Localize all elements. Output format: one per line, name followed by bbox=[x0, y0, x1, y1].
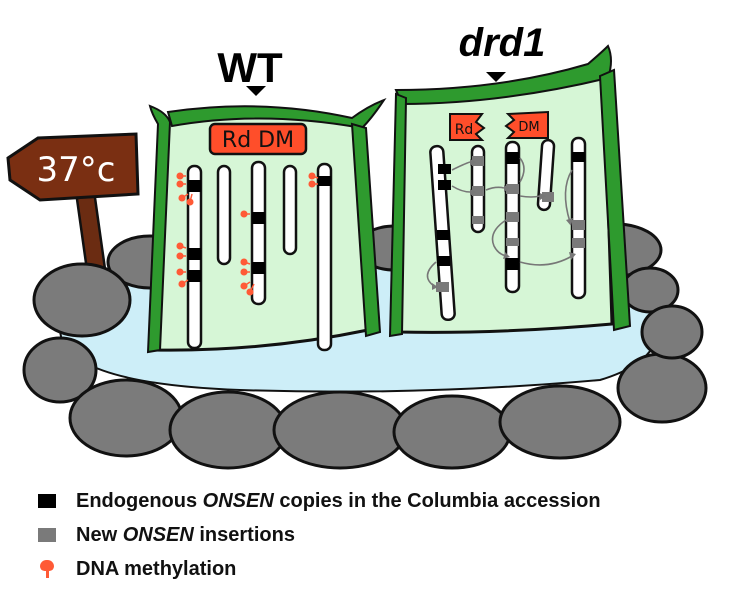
pin-icon bbox=[240, 268, 250, 276]
wt-title: WT bbox=[217, 44, 283, 91]
wt-cell-wall-right bbox=[350, 122, 382, 338]
legend-new-text: New ONSEN insertions bbox=[76, 523, 295, 546]
black-square-icon bbox=[38, 494, 56, 508]
drd1-cell-wall-right bbox=[598, 68, 632, 332]
pin-icon bbox=[176, 172, 186, 180]
drd1-pointer bbox=[486, 72, 506, 82]
chromosome bbox=[282, 164, 298, 256]
rock-icon bbox=[616, 352, 708, 424]
chromosome bbox=[316, 162, 333, 352]
wt-cell-wall-left bbox=[146, 104, 172, 354]
wt-pointer bbox=[246, 86, 266, 96]
rddm-right-piece bbox=[504, 110, 549, 139]
rddm-left-label: Rd bbox=[455, 122, 474, 138]
rddm-right-label: DM bbox=[518, 120, 539, 135]
arrow-icon bbox=[451, 185, 471, 193]
rddm-label: Rd DM bbox=[222, 128, 294, 153]
pin-icon bbox=[186, 193, 194, 206]
arrow-icon bbox=[451, 161, 471, 171]
arrow-icon bbox=[426, 261, 437, 287]
rock-icon bbox=[392, 394, 512, 470]
drd1-cell-wall-left bbox=[388, 92, 408, 338]
pin-icon bbox=[176, 252, 186, 260]
wt-chromosomes bbox=[186, 160, 333, 352]
drd1-cell: Rd DM bbox=[388, 44, 632, 338]
arrow-icon bbox=[485, 186, 505, 191]
wt-cell: Rd DM bbox=[146, 97, 387, 354]
arrow-icon bbox=[519, 195, 541, 198]
pin-icon bbox=[240, 258, 251, 266]
arrow-icon bbox=[564, 169, 573, 223]
legend-methylation-text: DNA methylation bbox=[76, 557, 237, 580]
rock-icon bbox=[168, 390, 288, 470]
arrow-heads bbox=[432, 159, 576, 290]
transposition-arrows bbox=[426, 157, 573, 287]
pin-icon bbox=[176, 242, 187, 250]
rock-icon bbox=[22, 336, 98, 404]
wt-dna-methylation bbox=[176, 172, 319, 296]
legend-methylation: DNA methylation bbox=[38, 552, 728, 586]
legend-endogenous: Endogenous ONSEN copies in the Columbia … bbox=[38, 484, 728, 518]
onsen-diagram: 37°c Rd DM bbox=[6, 21, 708, 470]
chromosome bbox=[216, 164, 232, 266]
temperature-label: 37°c bbox=[37, 150, 116, 190]
rock-icon bbox=[68, 378, 184, 458]
chromosome bbox=[570, 136, 587, 300]
pin-icon bbox=[176, 180, 186, 188]
drd1-new-onsen bbox=[436, 156, 585, 292]
drd1-title: drd1 bbox=[459, 21, 546, 65]
gray-square-icon bbox=[38, 528, 56, 542]
sign-icon bbox=[6, 132, 140, 202]
pin-icon bbox=[246, 283, 255, 296]
arrow-icon bbox=[519, 157, 525, 183]
drd1-endogenous-onsen bbox=[437, 152, 585, 270]
pin-icon bbox=[176, 268, 186, 276]
wt-endogenous-onsen bbox=[188, 176, 331, 282]
wt-cell-wall-top bbox=[166, 97, 387, 130]
pin-icon bbox=[178, 279, 189, 288]
pin-icon bbox=[240, 281, 251, 290]
temperature-sign: 37°c bbox=[6, 132, 140, 281]
arrow-icon bbox=[519, 255, 573, 266]
front-rocks bbox=[22, 262, 708, 470]
legend: Endogenous ONSEN copies in the Columbia … bbox=[38, 484, 728, 586]
drd1-cell-wall-top bbox=[394, 44, 612, 106]
rddm-box bbox=[208, 122, 308, 156]
chromosome bbox=[250, 160, 267, 306]
legend-endogenous-text: Endogenous ONSEN copies in the Columbia … bbox=[76, 489, 601, 512]
rock-icon bbox=[640, 304, 704, 360]
rock-icon bbox=[272, 390, 408, 470]
pin-icon bbox=[38, 560, 56, 578]
legend-new: New ONSEN insertions bbox=[38, 518, 728, 552]
pin-icon bbox=[308, 172, 319, 180]
pin-icon bbox=[178, 193, 189, 202]
rddm-left-piece bbox=[449, 113, 486, 141]
arrow-icon bbox=[491, 219, 507, 257]
pin-icon bbox=[240, 210, 250, 218]
rock-icon bbox=[498, 384, 622, 460]
rock-icon bbox=[32, 262, 132, 338]
pin-icon bbox=[308, 180, 318, 188]
